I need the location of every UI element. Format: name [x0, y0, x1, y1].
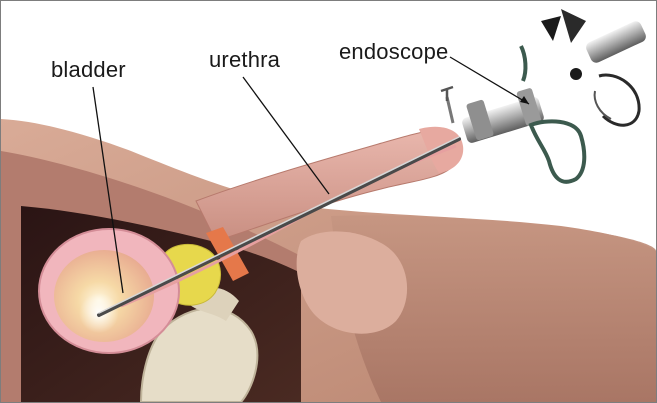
endoscope-icon: [441, 9, 648, 182]
endoscope-leader: [450, 57, 529, 104]
endoscope-label: endoscope: [339, 41, 448, 63]
urethra-label: urethra: [209, 49, 280, 71]
bladder-label: bladder: [51, 59, 126, 81]
